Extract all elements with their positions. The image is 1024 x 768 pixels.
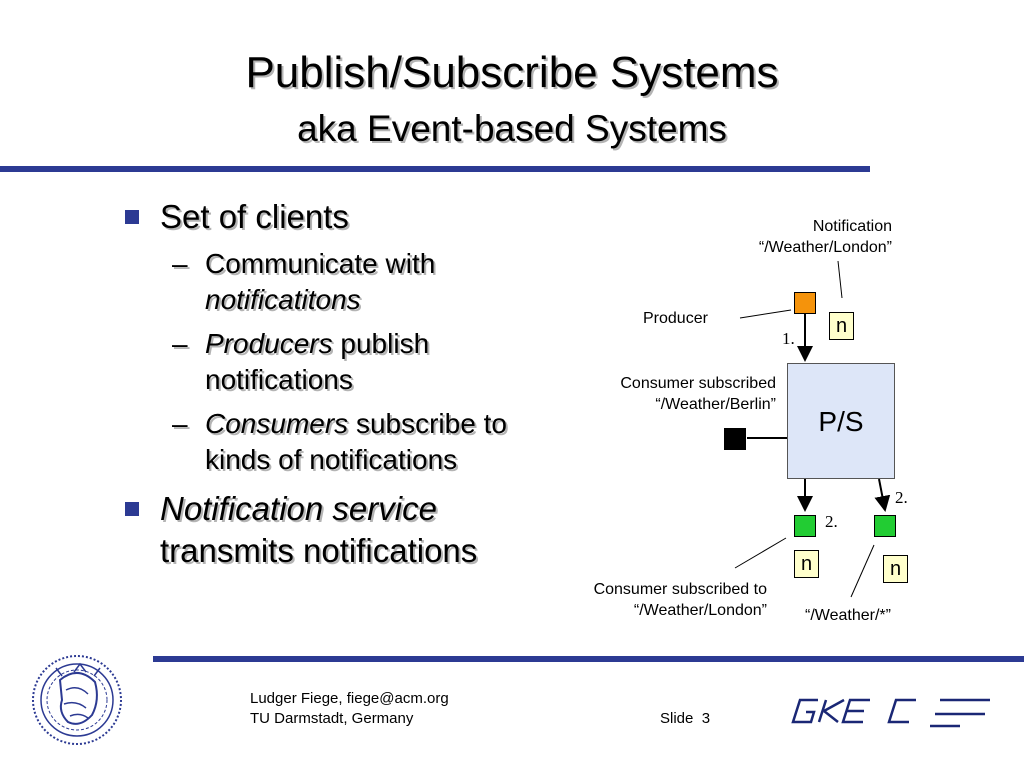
sub-bullet-text: subscribe to — [348, 408, 507, 439]
notification-node: n — [829, 312, 854, 340]
notification-label-line1: Notification — [812, 218, 892, 235]
author-info: Ludger Fiege, fiege@acm.org TU Darmstadt… — [250, 689, 449, 729]
author-name-email: Ludger Fiege, fiege@acm.org — [250, 690, 449, 707]
consumer-wildcard-label: “/Weather/*” — [805, 607, 891, 624]
sub-bullet-emphasis: Consumers — [205, 408, 349, 439]
author-affiliation: TU Darmstadt, Germany — [250, 710, 414, 727]
consumer-berlin-node — [724, 428, 746, 450]
consumer-london-label-line1: Consumer subscribed to — [593, 581, 767, 598]
consumer-berlin-label-line1: Consumer subscribed — [620, 375, 776, 392]
sub-bullet-emphasis: Producers — [205, 328, 333, 359]
deliver-arrow-wildcard — [874, 478, 891, 512]
delivered-notification-wildcard: n — [883, 555, 908, 583]
sub-bullet-emphasis: notificatitons — [205, 284, 361, 315]
notification-label: Notification “/Weather/London” — [700, 216, 892, 258]
london-callout-line — [734, 537, 787, 569]
bullet-emphasis: Notification service — [160, 490, 437, 527]
sub-bullet-text: Communicate with — [205, 248, 436, 279]
sub-bullet-communicate: – Communicate with notificatitons — [120, 246, 590, 318]
producer-label: Producer — [643, 310, 708, 327]
title-divider — [0, 166, 870, 172]
step-2-wildcard-label: 2. — [895, 488, 908, 507]
square-bullet-icon — [125, 210, 139, 224]
pubsub-system-box: P/S — [787, 363, 895, 479]
slide-label: Slide — [660, 710, 694, 727]
step-1-label: 1. — [782, 329, 795, 348]
bullet-list: Set of clients – Communicate with notifi… — [120, 196, 590, 572]
square-bullet-icon — [125, 502, 139, 516]
bullet-set-of-clients: Set of clients — [120, 196, 590, 238]
consumer-berlin-label-line2: “/Weather/Berlin” — [655, 396, 776, 413]
slide-subtitle: aka Event-based Systems — [297, 108, 727, 149]
step-2-london-label: 2. — [825, 512, 838, 531]
producer-callout-line — [739, 309, 792, 319]
sub-bullet-consumers: – Consumers subscribe to kinds of notifi… — [120, 406, 590, 478]
slide-number-value: 3 — [701, 710, 711, 727]
consumer-london-label: Consumer subscribed to “/Weather/London” — [545, 579, 767, 621]
sub-bullet-text: notifications — [205, 364, 353, 395]
wildcard-callout-line — [850, 544, 875, 598]
slide-title: Publish/Subscribe Systems — [245, 48, 779, 97]
sub-bullet-producers: – Producers publish notifications — [120, 326, 590, 398]
sub-bullet-text: kinds of notifications — [205, 444, 458, 475]
delivered-notification-london: n — [794, 550, 819, 578]
footer-divider — [153, 656, 1024, 662]
bullet-text: transmits notifications — [160, 532, 478, 569]
producer-node — [794, 292, 816, 314]
consumer-wildcard-node — [874, 515, 896, 537]
bullet-notification-service: Notification service transmits notificat… — [120, 488, 590, 572]
notification-callout-line — [837, 260, 843, 299]
dash-bullet-icon: – — [172, 328, 188, 359]
dash-bullet-icon: – — [172, 248, 188, 279]
consumer-london-label-line2: “/Weather/London” — [633, 602, 767, 619]
consumer-london-node — [794, 515, 816, 537]
consumer-berlin-label: Consumer subscribed “/Weather/Berlin” — [560, 373, 776, 415]
dash-bullet-icon: – — [172, 408, 188, 439]
slide-number: Slide 3 — [660, 709, 710, 729]
sub-bullet-text: publish — [332, 328, 430, 359]
bullet-text: Set of clients — [160, 198, 349, 235]
notification-label-line2: “/Weather/London” — [758, 239, 892, 256]
